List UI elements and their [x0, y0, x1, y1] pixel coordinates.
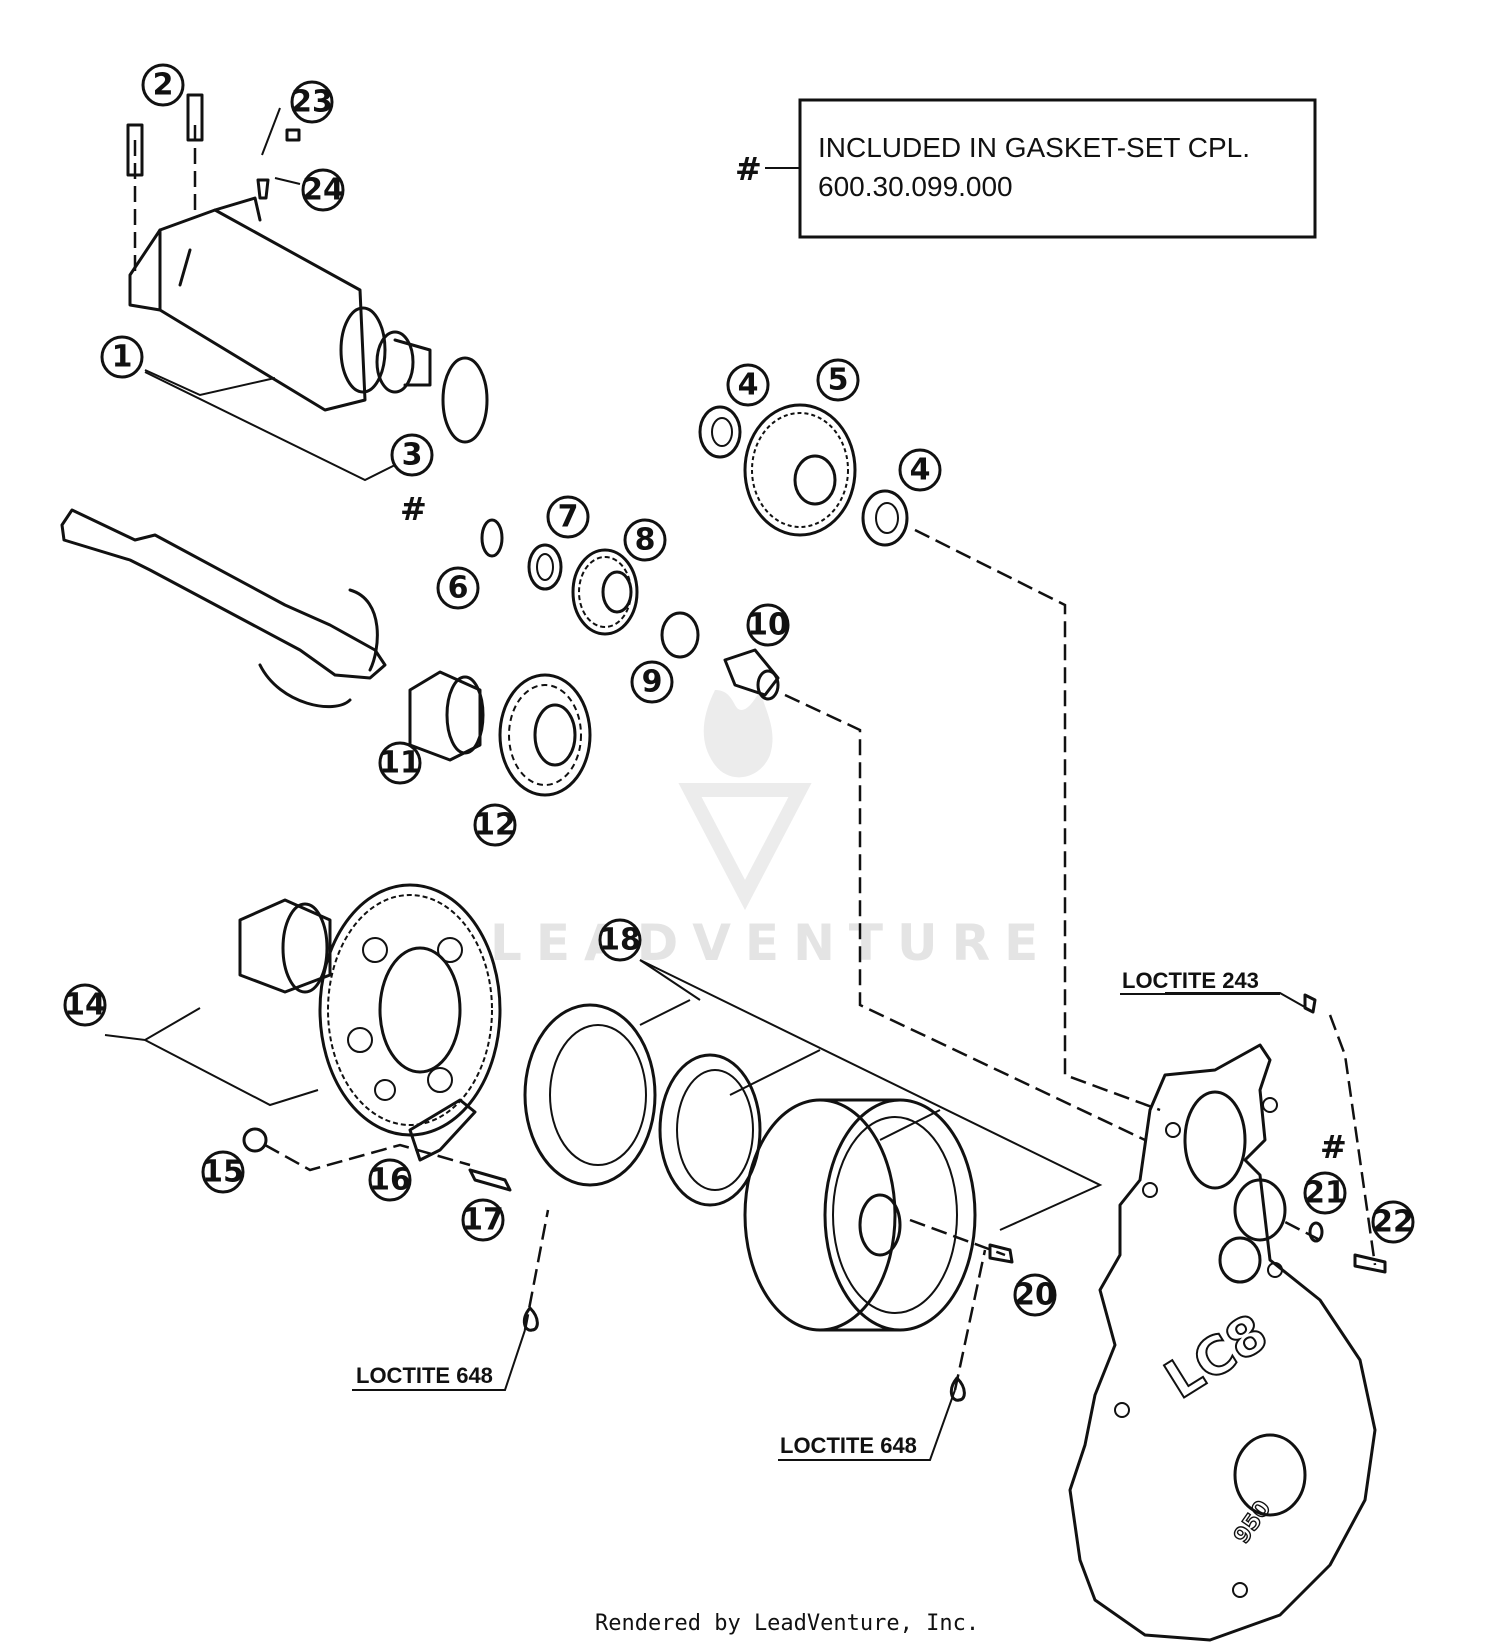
gasket-markers: # # [400, 490, 1347, 1166]
gasket-marker-part-3: # [400, 490, 427, 528]
starter-shaft [60, 508, 387, 708]
svg-text:21: 21 [1304, 1176, 1346, 1211]
callout-11: 11 [378, 741, 422, 785]
callout-24: 24 [301, 168, 345, 212]
watermark: LEADVENTURE [490, 690, 1052, 972]
loctite-drops [522, 1306, 966, 1402]
cover-logo: LC8 [1155, 1303, 1278, 1411]
loctite-labels: LOCTITE 243 LOCTITE 648 LOCTITE 648 [352, 968, 1280, 1461]
gear-train-parts [480, 518, 780, 701]
callout-2: 2 [141, 63, 185, 107]
callout-4-top: 4 [726, 363, 770, 407]
intermediate-gear-assembly [698, 403, 909, 547]
svg-text:12: 12 [474, 808, 516, 843]
svg-text:14: 14 [64, 988, 106, 1023]
svg-text:20: 20 [1014, 1278, 1056, 1313]
loctite-243-label: LOCTITE 243 [1122, 968, 1259, 993]
starter-pawl-parts [242, 1098, 512, 1192]
svg-text:1: 1 [112, 340, 133, 375]
callout-22: 22 [1371, 1200, 1415, 1244]
footer-credit: Rendered by LeadVenture, Inc. [595, 1611, 979, 1636]
idler-gear-small [498, 673, 592, 797]
callout-12: 12 [473, 803, 517, 847]
callout-21: 21 [1303, 1171, 1347, 1215]
note-line-1: INCLUDED IN GASKET-SET CPL. [818, 132, 1250, 163]
svg-text:3: 3 [402, 438, 423, 473]
callout-7: 7 [546, 495, 590, 539]
svg-text:4: 4 [738, 368, 759, 403]
svg-text:15: 15 [202, 1155, 244, 1190]
callout-5: 5 [816, 358, 860, 402]
svg-text:5: 5 [828, 363, 849, 398]
starter-motor [128, 196, 489, 444]
callout-10: 10 [746, 603, 790, 647]
gasket-marker-part-21: # [1320, 1128, 1347, 1166]
callout-20: 20 [1013, 1273, 1057, 1317]
svg-text:18: 18 [599, 923, 641, 958]
svg-text:4: 4 [910, 453, 931, 488]
cover-screws [1303, 993, 1387, 1274]
callout-18: 18 [598, 918, 642, 962]
rotor-assembly [523, 1003, 1014, 1332]
svg-text:16: 16 [369, 1163, 411, 1198]
cover-badge: 950 [1229, 1496, 1276, 1548]
watermark-text: LEADVENTURE [490, 914, 1052, 972]
note-symbol: # [735, 150, 762, 188]
svg-text:23: 23 [291, 85, 333, 120]
gasket-set-note: # INCLUDED IN GASKET-SET CPL. 600.30.099… [735, 98, 1317, 239]
svg-text:8: 8 [635, 523, 656, 558]
callout-14: 14 [63, 983, 107, 1027]
svg-text:6: 6 [448, 571, 469, 606]
note-line-2: 600.30.099.000 [818, 171, 1013, 202]
callout-23: 23 [290, 80, 334, 124]
needle-bearing [408, 670, 485, 762]
callout-8: 8 [623, 518, 667, 562]
svg-text:7: 7 [558, 500, 579, 535]
svg-text:11: 11 [379, 746, 421, 781]
callout-17: 17 [461, 1198, 505, 1242]
loctite-648-label-right: LOCTITE 648 [780, 1433, 917, 1458]
callout-1: 1 [100, 335, 144, 379]
callout-3: 3 [390, 433, 434, 477]
svg-text:2: 2 [153, 68, 174, 103]
svg-text:24: 24 [302, 173, 344, 208]
callout-4-right: 4 [898, 448, 942, 492]
starter-bolts [126, 93, 301, 200]
svg-text:9: 9 [642, 665, 663, 700]
svg-text:10: 10 [747, 608, 789, 643]
loctite-648-label-left: LOCTITE 648 [356, 1363, 493, 1388]
callout-15: 15 [201, 1150, 245, 1194]
callout-6: 6 [436, 566, 480, 610]
svg-text:22: 22 [1372, 1205, 1414, 1240]
callout-16: 16 [368, 1158, 412, 1202]
callout-9: 9 [630, 660, 674, 704]
note-box [798, 98, 1317, 239]
svg-text:17: 17 [462, 1203, 504, 1238]
starter-gear-assembly [238, 883, 502, 1137]
